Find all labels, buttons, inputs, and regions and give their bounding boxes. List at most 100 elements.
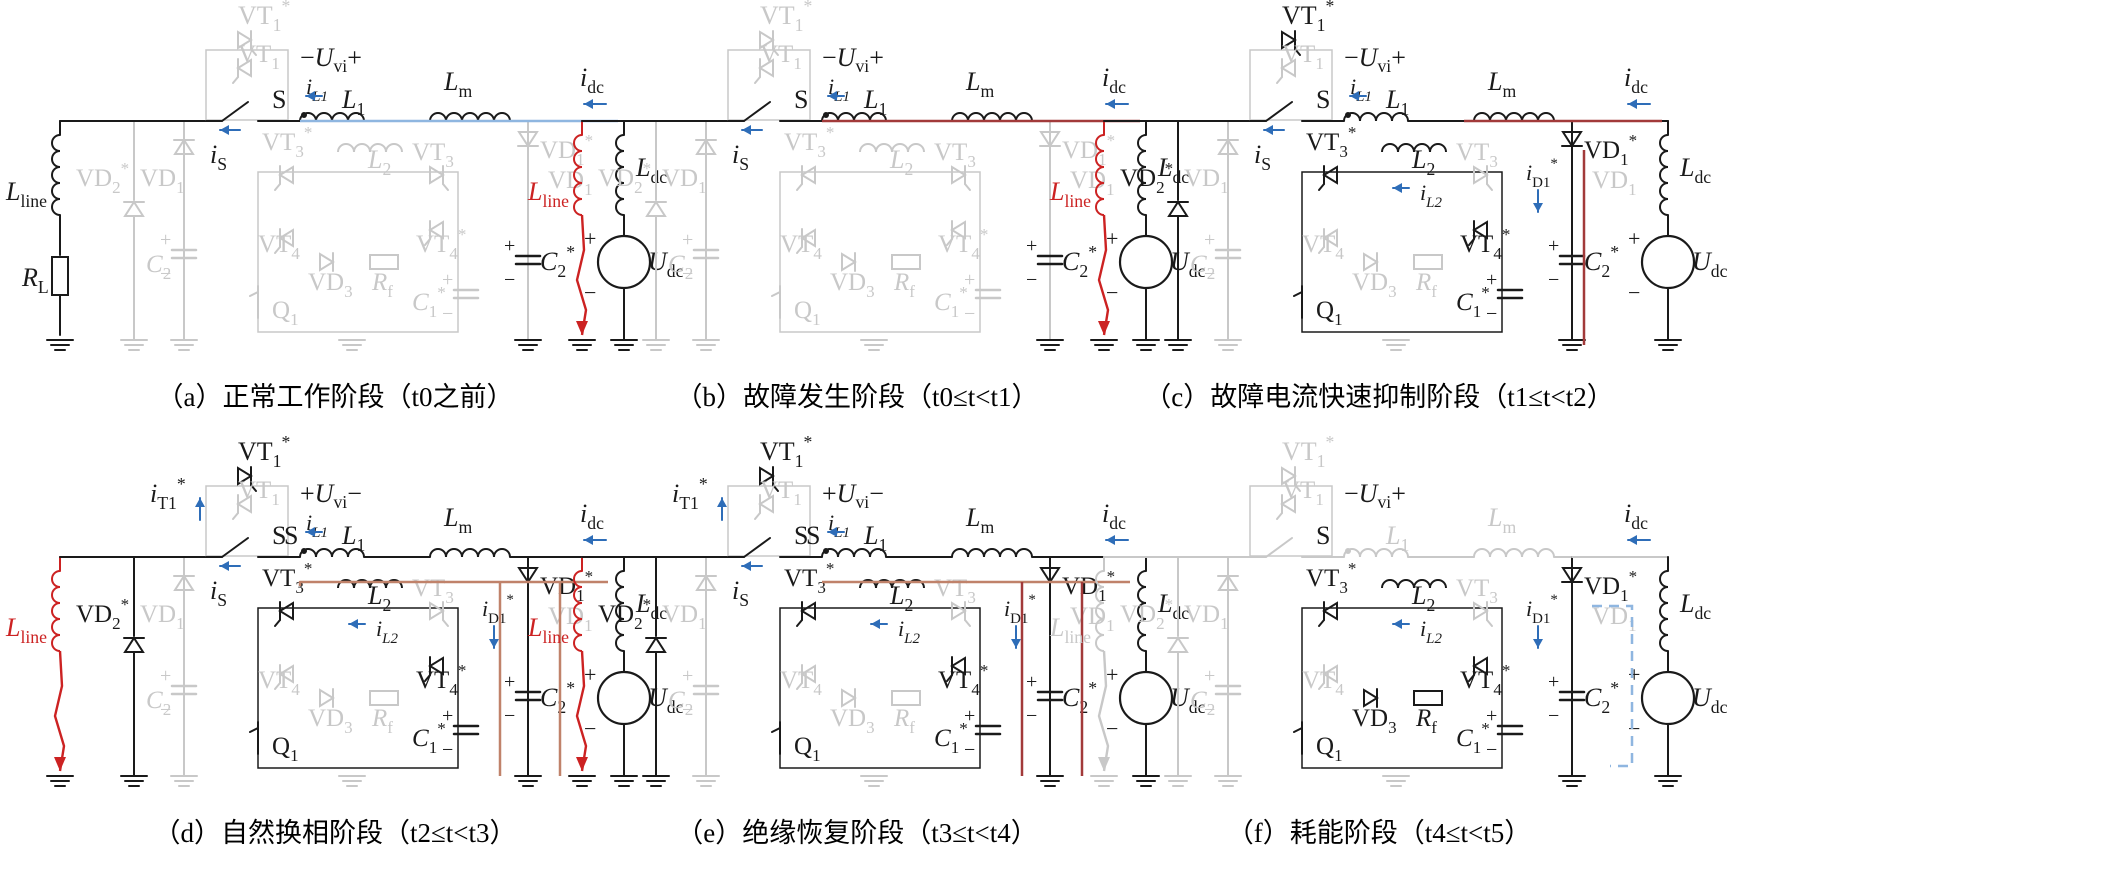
svg-text:+: + <box>1026 235 1037 257</box>
svg-text:−: − <box>442 303 453 325</box>
ground-icon <box>1132 775 1160 787</box>
id1-arrow <box>1533 189 1543 213</box>
ldc-label: Ldc <box>1679 153 1711 187</box>
udc-source-icon <box>1640 670 1696 726</box>
vd1-label: VD1 <box>548 167 593 199</box>
svg-text:+: + <box>1204 665 1215 687</box>
vd1-label: VD1 <box>662 165 707 197</box>
svg-text:+: + <box>442 269 453 291</box>
udc-source-icon <box>1640 234 1696 290</box>
ground-icon <box>514 775 542 787</box>
c2-label: C2 <box>1190 687 1215 719</box>
vd1-label: VD1 <box>1070 167 1115 199</box>
svg-text:+: + <box>504 671 515 693</box>
svg-text:−: − <box>504 269 515 291</box>
vd1-label: VD1 <box>1184 601 1229 633</box>
l1-inductor-icon <box>1343 548 1409 558</box>
vd1-diode-icon <box>173 574 195 591</box>
vd3-label: VD3 <box>308 269 353 301</box>
vd1-diode-icon <box>1217 574 1239 591</box>
svg-text:+: + <box>964 705 975 727</box>
il2-arrow <box>870 619 888 629</box>
ground-icon <box>642 339 670 351</box>
il2-label: iL2 <box>1420 180 1442 211</box>
vd1-label: VD1 <box>1592 167 1637 199</box>
s-label: S <box>794 85 808 114</box>
vt3-star-thyristor-icon <box>274 165 294 191</box>
c2-capacitor-icon: +− <box>160 665 198 721</box>
svg-text:−: − <box>504 705 515 727</box>
is-label: iS <box>210 576 227 610</box>
is-arrow <box>219 125 241 135</box>
ground-icon <box>1558 339 1586 351</box>
rf-resistor-icon <box>1413 254 1443 270</box>
is-arrow <box>741 561 763 571</box>
svg-text:+: + <box>1106 226 1118 251</box>
svg-text:−: − <box>1204 263 1215 285</box>
ground-icon <box>1036 775 1064 787</box>
vt3s-label: VT3* <box>262 559 312 597</box>
ldc-label: Ldc <box>1157 153 1189 187</box>
svg-text:−: − <box>1548 705 1559 727</box>
fault-path <box>53 650 66 772</box>
ldc-label: Ldc <box>1157 589 1189 623</box>
rl-label: RL <box>21 263 49 297</box>
panel-caption: （f）耗能阶段（t4≤t<t5） <box>1227 818 1532 848</box>
lline-label: Lline <box>5 177 47 211</box>
c2-star-capacitor-icon: +− <box>1026 235 1064 291</box>
svg-text:+: + <box>1204 229 1215 251</box>
vd2s-label: VD2* <box>1120 159 1173 197</box>
it1-arrow <box>195 497 205 521</box>
lm-label: Lm <box>443 503 472 537</box>
ground-icon <box>1382 775 1410 787</box>
vt3-label: VT3 <box>1456 575 1498 607</box>
udc-source-icon <box>596 670 652 726</box>
lm-label: Lm <box>1487 67 1516 101</box>
vd1s-label: VD1* <box>540 131 593 169</box>
vt3-thyristor-icon <box>429 165 449 191</box>
vt1-label: VT1 <box>760 477 802 509</box>
c1s-label: C1* <box>412 283 446 321</box>
svg-text:+: + <box>1628 226 1640 251</box>
rf-label: Rf <box>1415 269 1437 301</box>
panel-d: LlineVD2*VD1+−C2VT1*VT1SSiSL1+Uvi−iL1Lmi… <box>5 432 684 848</box>
il1-label: iL1 <box>306 74 328 105</box>
svg-text:−: − <box>1628 280 1640 305</box>
svg-text:+: + <box>1106 662 1118 687</box>
vd3-label: VD3 <box>308 705 353 737</box>
vt1-star-thyristor-icon <box>237 30 257 56</box>
vt4-thyristor-icon <box>1318 664 1338 690</box>
vt1-block <box>1249 49 1333 121</box>
uvi-label: −Uvi+ <box>300 43 362 76</box>
svg-text:−: − <box>442 739 453 761</box>
vt1-label: VT1 <box>760 41 802 73</box>
vt3-label: VT3 <box>412 575 454 607</box>
q1-label: Q1 <box>1316 297 1343 329</box>
vt1s-label: VT1* <box>760 0 812 35</box>
vd1-label: VD1 <box>140 165 185 197</box>
panel-caption: （c）故障电流快速抑制阶段（t1≤t<t2） <box>1144 382 1614 412</box>
vt1-thyristor-icon <box>232 494 252 520</box>
id1-arrow <box>1011 625 1021 649</box>
is-label: iS <box>732 576 749 610</box>
id1s-label: iD1* <box>1526 592 1558 627</box>
vd2s-label: VD2* <box>598 595 651 633</box>
line-inductor-icon <box>573 570 583 652</box>
l1-label: L1 <box>341 521 365 555</box>
uvi-label: +Uvi− <box>300 479 362 512</box>
c1-star-capacitor-icon: +− <box>1486 705 1524 761</box>
vt3-thyristor-icon <box>1473 165 1493 191</box>
il2-label: iL2 <box>1420 616 1442 647</box>
vt1-label: VT1 <box>1282 477 1324 509</box>
c2s-label: C2* <box>1062 678 1097 717</box>
ground-icon <box>860 775 888 787</box>
il2-arrow <box>1392 183 1410 193</box>
line-inductor-icon <box>51 134 61 216</box>
is-arrow <box>1263 125 1285 135</box>
rf-resistor-icon <box>1413 690 1443 706</box>
ground-icon <box>1036 339 1064 351</box>
ldc-inductor-icon <box>615 570 625 652</box>
vt4-star-thyristor-icon <box>1468 220 1488 246</box>
svg-text:−: − <box>1026 269 1037 291</box>
